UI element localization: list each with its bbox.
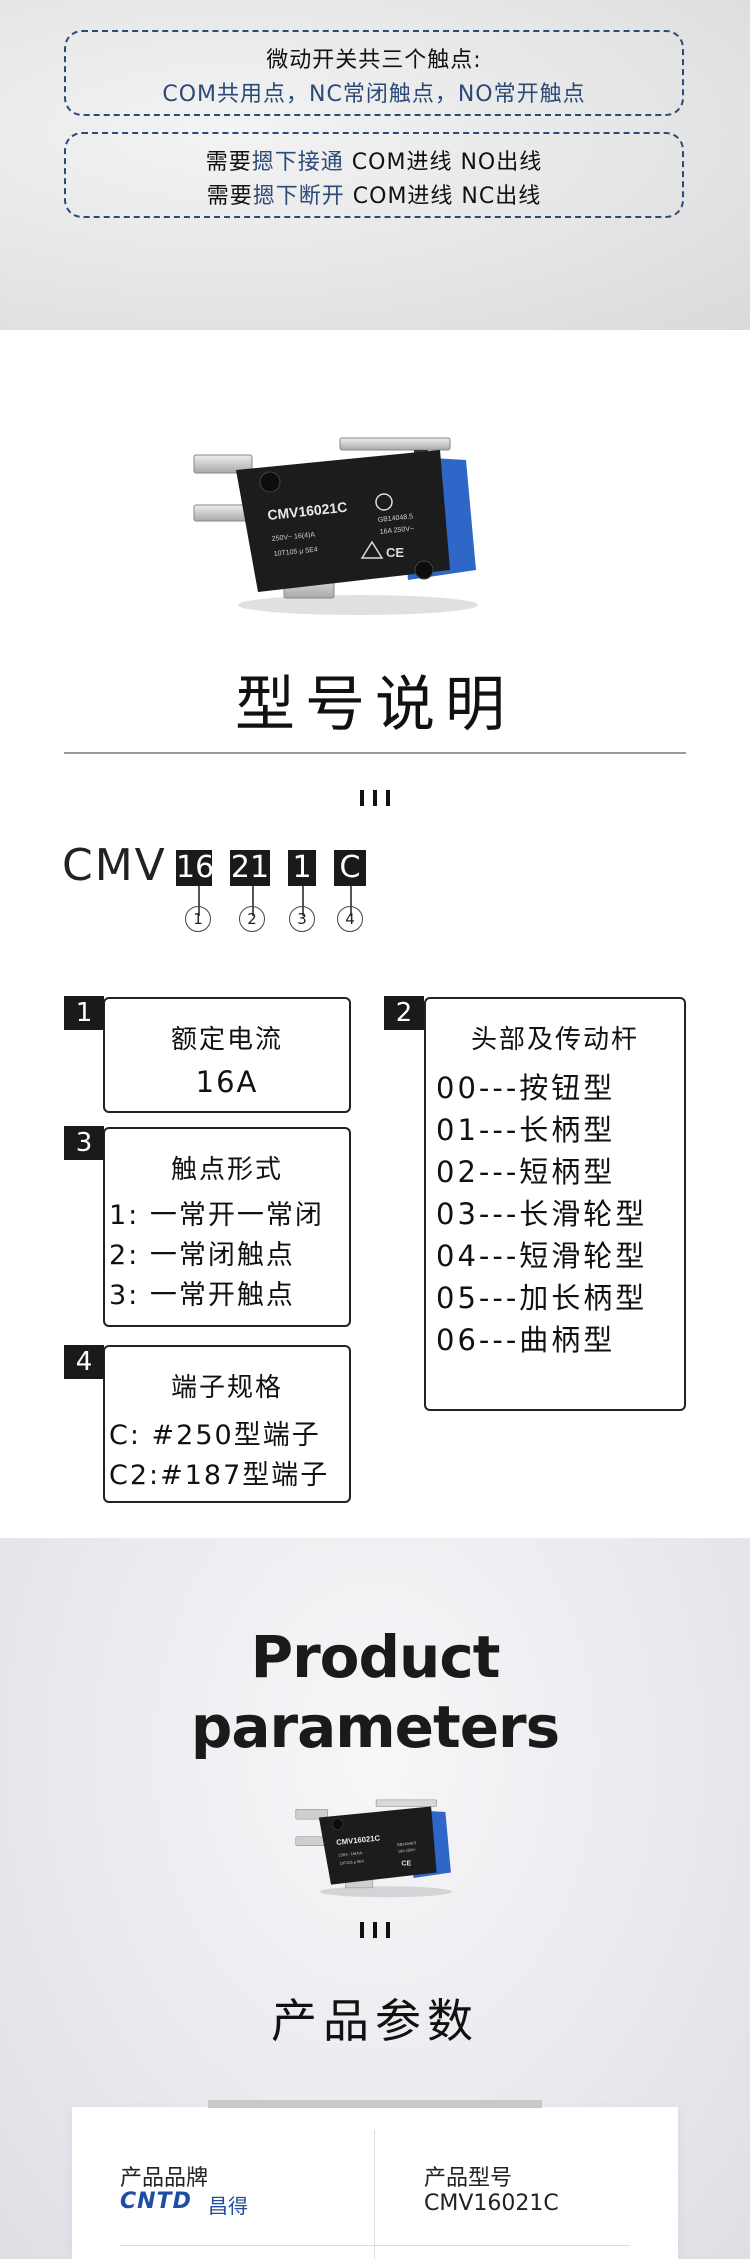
ce-mark-icon: CE (386, 545, 404, 560)
spec-contact-form-item: 2: 一常闭触点 (109, 1240, 295, 1271)
model-title-divider (64, 752, 686, 754)
spec-terminal-title: 端子规格 (170, 1373, 283, 1403)
spec-contact-form-item: 1: 一常开一常闭 (109, 1200, 324, 1231)
params-card-top-bar (208, 2100, 542, 2108)
params-title: 产品参数 (271, 1994, 479, 2048)
contact-info-line-1: 微动开关共三个触点: (266, 48, 482, 73)
spec-tag-2: 2 (384, 996, 424, 1030)
params-card-divider (374, 2130, 375, 2259)
spec-head-actuator-item: 05---加长柄型 (436, 1281, 648, 1315)
code-marker-4: 4 (337, 906, 363, 932)
spec-rated-current-title: 额定电流 (170, 1025, 283, 1055)
spec-head-actuator-item: 00---按钮型 (436, 1071, 616, 1105)
wiring-highlight-off: 摁下断开 (252, 184, 345, 209)
switch-rating-print: 250V~ 16(4)A (271, 531, 315, 543)
spec-tag-4: 4 (64, 1345, 104, 1379)
switch-rating2-print: 16A 250V~ (379, 525, 414, 536)
code-connector-4 (350, 886, 352, 916)
wiring-info-box: 需要摁下接通 COM进线 NO出线 需要摁下断开 COM进线 NC出线 (64, 132, 684, 218)
brand-logo: CNTD (120, 2189, 192, 2214)
model-code-part-1: 16 (176, 850, 215, 886)
spec-tag-3: 3 (64, 1126, 104, 1160)
ce-mark-small-icon: CE (401, 1859, 411, 1867)
param-model-label: 产品型号 (424, 2166, 513, 2191)
switch-code-print: 10T105 μ 5E4 (273, 546, 318, 558)
micro-switch-small-image: CMV16021C 250V~ 16(4)A 10T105 μ 5E4 GB14… (295, 1799, 452, 1898)
spec-head-actuator-item: 03---长滑轮型 (436, 1197, 648, 1231)
spec-contact-form-item: 3: 一常开触点 (109, 1280, 295, 1311)
switch-small-std-print: GB14048.5 (397, 1841, 417, 1847)
model-code-part-4: C (334, 850, 366, 886)
ccc-mark-icon (375, 493, 393, 511)
spec-terminal-item: C: #250型端子 (109, 1420, 321, 1451)
spec-head-actuator: 头部及传动杆 00---按钮型 01---长柄型 02---短柄型 03---长… (424, 997, 686, 1411)
switch-std-print: GB14048.5 (377, 513, 413, 524)
code-connector-2 (252, 886, 254, 916)
wiring-info-line-2: 需要摁下断开 COM进线 NC出线 (206, 184, 542, 209)
code-connector-3 (302, 886, 304, 916)
switch-small-rating2-print: 16A 250V~ (398, 1848, 418, 1854)
spec-head-actuator-item: 06---曲柄型 (436, 1323, 616, 1357)
spec-head-actuator-item: 01---长柄型 (436, 1113, 616, 1147)
micro-switch-image: CMV16021C 250V~ 16(4)A 10T105 μ 5E4 GB14… (193, 437, 478, 615)
model-title: 型号说明 (235, 670, 515, 740)
model-code-part-3: 1 (288, 850, 316, 886)
contact-info-line-2: COM共用点，NC常闭触点，NO常开触点 (162, 82, 586, 107)
brand-name-cn: 昌得 (208, 2194, 248, 2218)
spec-rated-current: 额定电流 16A (103, 997, 351, 1113)
triple-bar-icon (360, 1922, 390, 1938)
params-row-divider (120, 2245, 630, 2246)
warning-triangle-icon (360, 540, 384, 559)
spec-contact-form-title: 触点形式 (170, 1155, 283, 1185)
switch-small-rating-print: 250V~ 16(4)A (338, 1851, 363, 1858)
params-english-title: Product parameters (190, 1623, 560, 1761)
spec-terminal: 端子规格 C: #250型端子 C2:#187型端子 (103, 1345, 351, 1503)
code-connector-1 (198, 886, 200, 916)
model-code-part-2: 21 (230, 850, 270, 886)
info-section: 微动开关共三个触点: COM共用点，NC常闭触点，NO常开触点 需要摁下接通 C… (0, 0, 750, 330)
spec-head-actuator-item: 02---短柄型 (436, 1155, 616, 1189)
spec-terminal-item: C2:#187型端子 (109, 1460, 330, 1491)
model-code-prefix: CMV (62, 840, 167, 891)
triple-bar-icon (360, 790, 390, 806)
spec-head-actuator-title: 头部及传动杆 (470, 1025, 639, 1055)
wiring-highlight-on: 摁下接通 (251, 150, 344, 175)
params-card (72, 2107, 678, 2259)
spec-rated-current-value: 16A (195, 1065, 259, 1099)
code-marker-1: 1 (185, 906, 211, 932)
param-model-value: CMV16021C (424, 2191, 559, 2216)
spec-tag-1: 1 (64, 996, 104, 1030)
code-marker-2: 2 (239, 906, 265, 932)
switch-small-code-print: 10T105 μ 5E4 (339, 1859, 364, 1866)
spec-head-actuator-item: 04---短滑轮型 (436, 1239, 648, 1273)
contact-info-box: 微动开关共三个触点: COM共用点，NC常闭触点，NO常开触点 (64, 30, 684, 116)
spec-contact-form: 触点形式 1: 一常开一常闭 2: 一常闭触点 3: 一常开触点 (103, 1127, 351, 1327)
param-brand-label: 产品品牌 (120, 2166, 209, 2191)
code-marker-3: 3 (289, 906, 315, 932)
wiring-info-line-1: 需要摁下接通 COM进线 NO出线 (205, 150, 543, 175)
